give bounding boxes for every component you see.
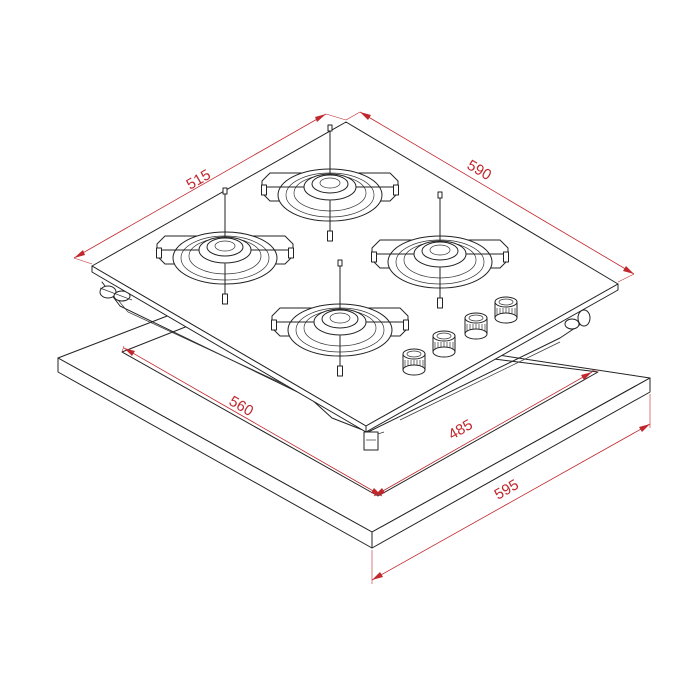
- grate-foot: [288, 247, 294, 259]
- cap-center: [429, 244, 451, 256]
- knob-top: [402, 348, 426, 360]
- knob-top-inner: [498, 298, 514, 306]
- grate-foot: [327, 124, 333, 132]
- knob-top: [494, 296, 518, 308]
- label-595: 595: [492, 476, 522, 503]
- grate-foot: [393, 184, 399, 196]
- grate-foot: [222, 293, 228, 305]
- burner-rear-left: [156, 187, 294, 305]
- label-590: 590: [464, 157, 494, 184]
- burners: [156, 124, 509, 377]
- grate-foot: [327, 230, 333, 242]
- dimension-590: [345, 111, 635, 283]
- knob-top: [432, 330, 456, 342]
- knob-base: [432, 346, 456, 358]
- knob-top-inner: [468, 314, 484, 322]
- dimension-595: [371, 394, 651, 584]
- grate-foot: [371, 251, 377, 263]
- grate-foot: [337, 365, 343, 377]
- burner-front: [271, 259, 409, 377]
- control-knobs: [402, 296, 518, 376]
- grate-foot: [261, 184, 267, 196]
- cap-center: [319, 177, 341, 189]
- burner-cap: [321, 309, 359, 329]
- dimension-515: [73, 113, 347, 265]
- dimension-485: [373, 369, 599, 497]
- cap-center: [214, 240, 236, 252]
- grate-foot: [222, 187, 228, 195]
- gas-inlet-right: [564, 309, 591, 330]
- burner-cap: [311, 174, 349, 194]
- grate-foot: [337, 259, 343, 267]
- knob-top: [464, 312, 488, 324]
- knob-top-inner: [406, 350, 422, 358]
- control-knob-1[interactable]: [402, 348, 426, 376]
- knob-base: [464, 328, 488, 340]
- control-knob-2[interactable]: [432, 330, 456, 358]
- fixing-clip: [363, 431, 379, 451]
- burner-cap: [206, 237, 244, 257]
- hob-top-plate: [91, 121, 619, 433]
- grate-foot: [437, 297, 443, 309]
- hob-body: [99, 281, 591, 451]
- burner-right: [371, 191, 509, 309]
- grate-foot: [403, 319, 409, 331]
- gas-inlet-left: [99, 285, 133, 302]
- grate-foot: [437, 191, 443, 199]
- label-515: 515: [184, 166, 214, 193]
- control-knob-3[interactable]: [464, 312, 488, 340]
- dimension-lines: [73, 111, 651, 584]
- knob-base: [402, 364, 426, 376]
- burner-rear-center: [261, 124, 399, 242]
- grate-foot: [156, 247, 162, 259]
- burner-cap: [421, 241, 459, 261]
- grate-foot: [503, 251, 509, 263]
- cap-center: [329, 312, 351, 324]
- knob-base: [494, 312, 518, 324]
- grate-foot: [271, 319, 277, 331]
- knob-top-inner: [436, 332, 452, 340]
- control-knob-4[interactable]: [494, 296, 518, 324]
